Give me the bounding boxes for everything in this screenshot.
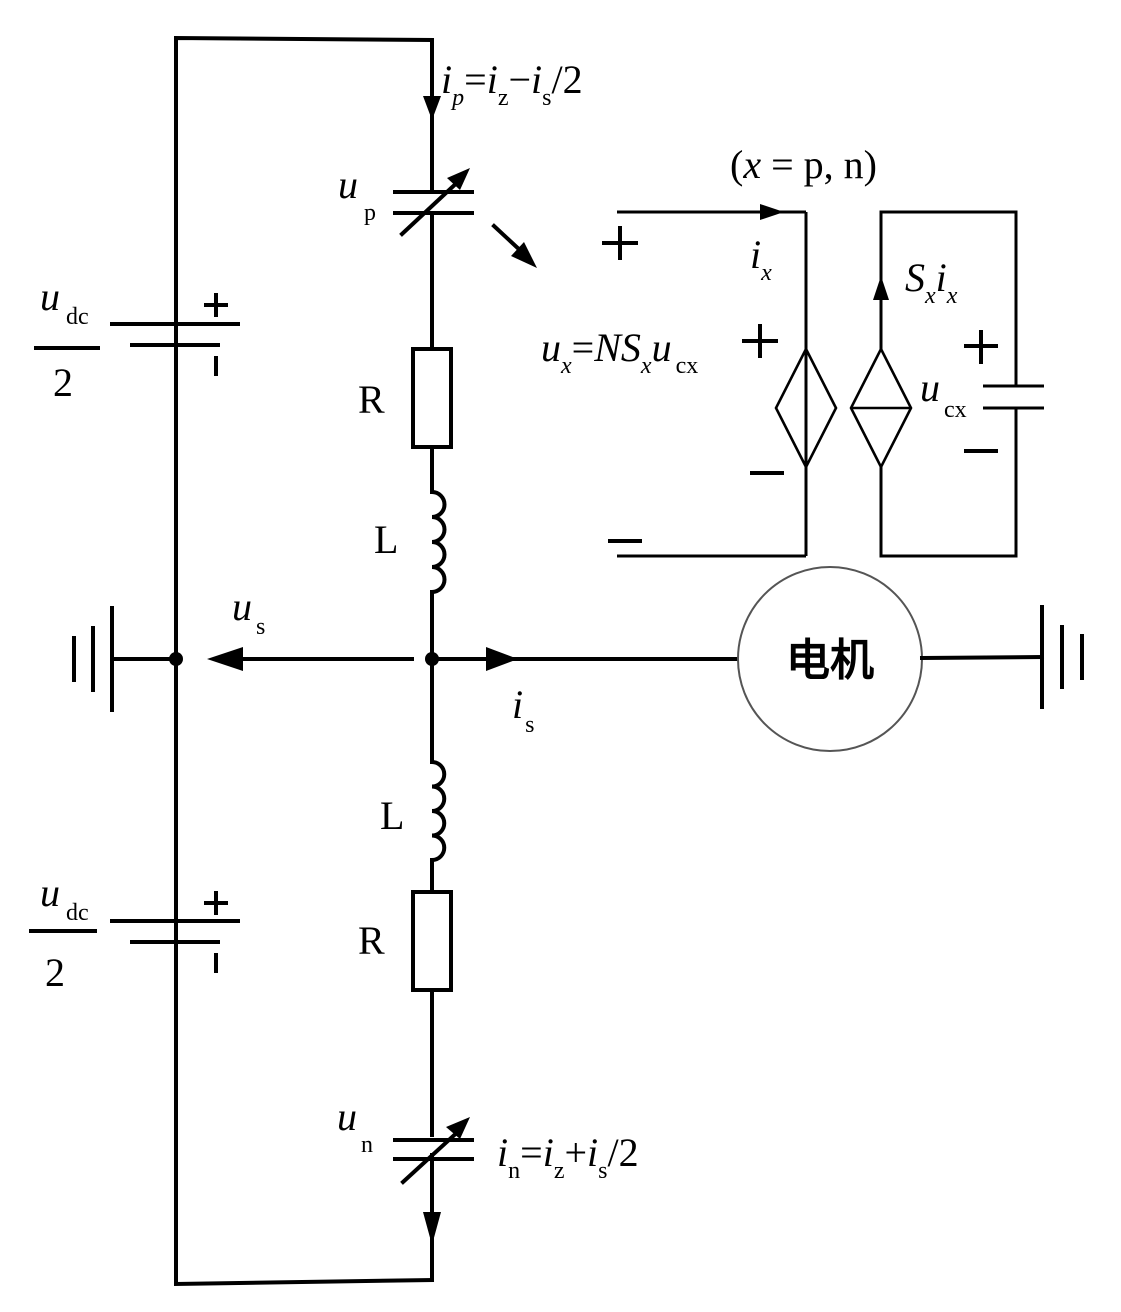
submodule-right-loop [849,210,1044,558]
variable-capacitor-un [393,1117,474,1185]
junction-dot-left [169,652,183,666]
ip-label: ip=iz−is/2 [441,57,583,111]
ground-right-icon [1040,605,1084,709]
inductor-bottom-label: L [380,793,404,838]
resistor-bottom-label: R [358,918,385,963]
us-arrow [207,647,414,671]
is-wire [430,647,742,671]
motor-ground-wire [919,654,1045,661]
in-label: in=iz+is/2 [497,1130,639,1184]
in-arrow-icon [423,1212,441,1245]
dc-source-bottom [110,891,240,973]
resistor-top [411,347,453,449]
udc-bottom-denominator: 2 [45,950,65,995]
is-label: is [512,682,534,738]
resistor-bottom [411,890,453,992]
dc-source-top [110,38,240,661]
expand-arrow-icon [491,223,537,268]
up-label: up [338,162,376,226]
udc-top-denominator: 2 [53,360,73,405]
motor-label: 电机 [786,635,874,686]
sx-ix-label: Sxix [905,255,958,309]
polarity-signs [602,226,998,543]
ground-left-icon [72,606,178,712]
submodule-left-loop [617,204,838,558]
variable-capacitor-up [393,168,474,237]
x-definition-label: (x = p, n) [730,142,877,187]
un-label: un [337,1094,373,1158]
ix-label: ix [750,232,772,286]
inductor-top-label: L [374,517,398,562]
inductor-bottom [429,759,447,863]
ip-arrow-icon [423,96,441,120]
inductor-top [429,489,447,595]
resistor-top-label: R [358,377,385,422]
